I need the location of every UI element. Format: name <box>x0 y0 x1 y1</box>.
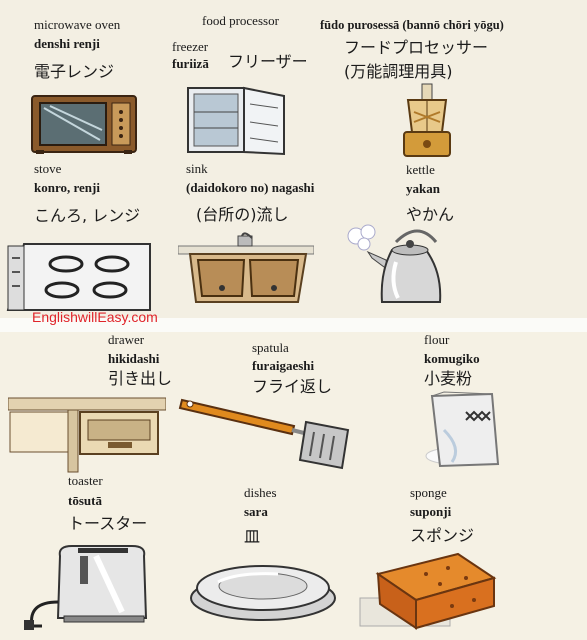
romaji-label: tōsutā <box>68 493 102 508</box>
japanese-label: フードプロセッサー <box>344 38 489 57</box>
english-label: microwave oven <box>34 17 121 32</box>
romaji-label: komugiko <box>424 351 480 366</box>
microwave-icon <box>31 95 137 154</box>
japanese-label: スポンジ <box>410 526 475 545</box>
romaji-label: furaigaeshi <box>252 358 315 373</box>
japanese-label: こんろ, レンジ <box>34 206 141 225</box>
kettle-icon <box>347 224 442 303</box>
romaji-label: (daidokoro no) nagashi <box>186 180 315 195</box>
romaji-label: furiizā <box>172 56 209 71</box>
japanese-label: トースター <box>68 514 148 533</box>
sponge-icon <box>359 552 497 630</box>
english-label: sponge <box>410 485 447 500</box>
romaji-label: suponji <box>410 504 452 519</box>
english-label: kettle <box>406 162 435 177</box>
stove-icon <box>6 243 151 311</box>
romaji-label: yakan <box>406 181 440 196</box>
japanese-label: 電子レンジ <box>34 62 115 81</box>
english-label: dishes <box>244 485 277 500</box>
watermark: EnglishwillEasy.com <box>32 309 158 325</box>
flour-icon <box>425 391 500 468</box>
divider-strip <box>0 318 587 332</box>
japanese-label: 小麦粉 <box>424 369 473 388</box>
english-label: stove <box>34 161 62 176</box>
toaster-icon <box>24 545 148 630</box>
dishes-icon <box>190 565 336 621</box>
freezer-icon <box>187 86 285 156</box>
english-label: food processor <box>202 13 279 28</box>
english-label: freezer <box>172 39 209 54</box>
drawer-icon <box>8 397 166 473</box>
japanese-label: フライ返し <box>252 377 333 396</box>
japanese-label: (台所の)流し <box>196 205 289 224</box>
food-processor-icon <box>403 83 451 157</box>
english-label: sink <box>186 161 208 176</box>
japanese-label-sub: (万能調理用具) <box>344 62 453 81</box>
japanese-label: 皿 <box>244 527 261 546</box>
romaji-label: sara <box>244 504 268 519</box>
english-label: toaster <box>68 473 103 488</box>
japanese-label: フリーザー <box>228 52 308 71</box>
spatula-icon <box>178 398 350 470</box>
romaji-label: konro, renji <box>34 180 100 195</box>
english-label: spatula <box>252 340 289 355</box>
romaji-label: fūdo purosessā (bannō chōri yōgu) <box>320 18 504 32</box>
romaji-label: denshi renji <box>34 36 100 51</box>
english-label: flour <box>424 332 450 347</box>
romaji-label: hikidashi <box>108 351 160 366</box>
english-label: drawer <box>108 332 145 347</box>
japanese-label: 引き出し <box>108 369 173 388</box>
japanese-label: やかん <box>406 205 455 224</box>
sink-icon <box>178 232 314 303</box>
